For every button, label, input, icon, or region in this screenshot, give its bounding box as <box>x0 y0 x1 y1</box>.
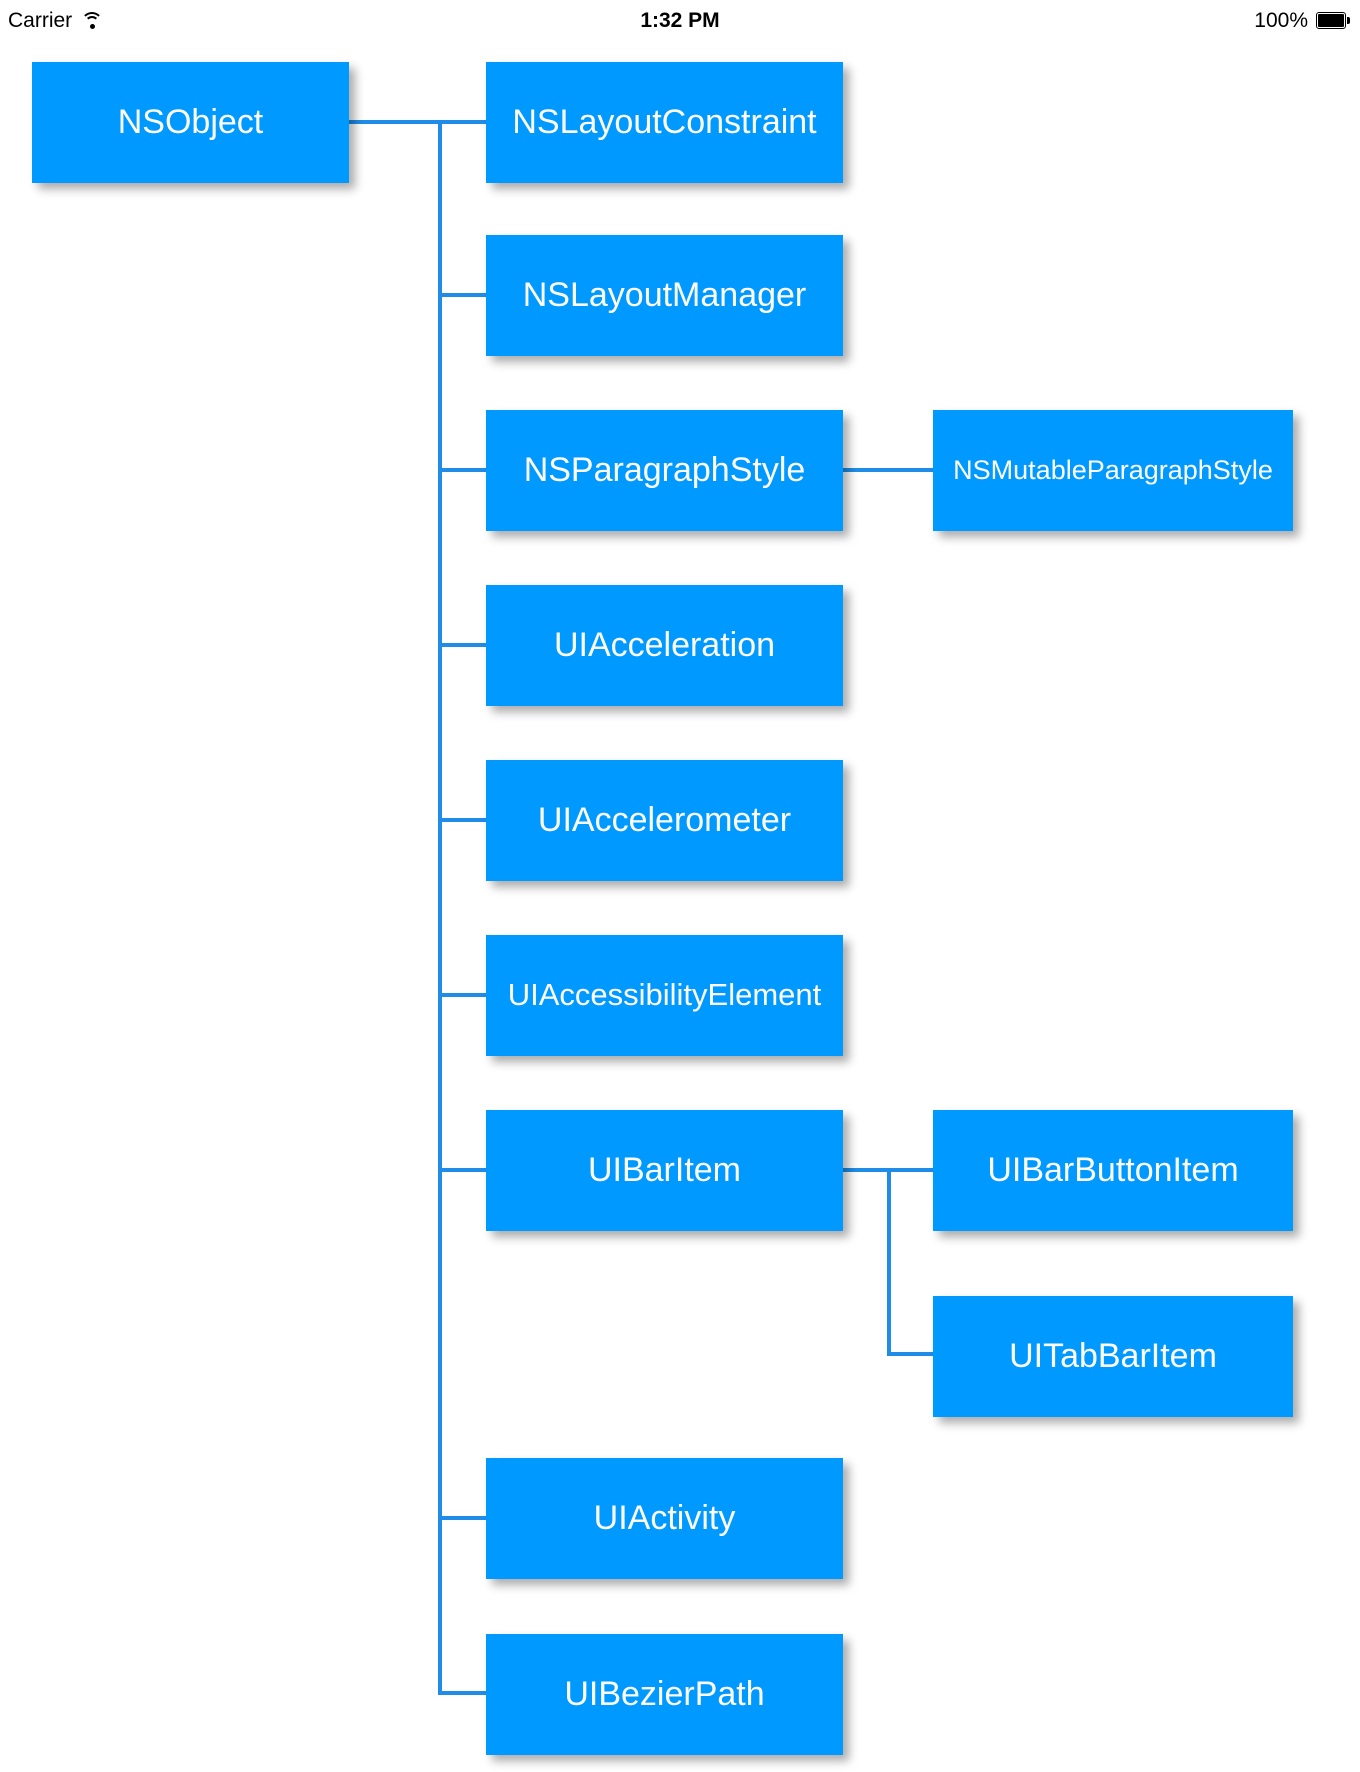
edge-to-uiaccelerometer <box>438 818 486 822</box>
edge-to-uiactivity <box>438 1516 486 1520</box>
class-node-label: NSObject <box>117 102 264 141</box>
class-node-label: UIBarButtonItem <box>987 1150 1239 1189</box>
battery-icon <box>1316 11 1350 29</box>
edge-baritem-stub <box>843 1168 891 1172</box>
edge-to-nslayoutconstraint <box>438 120 486 124</box>
class-node-label: NSMutableParagraphStyle <box>953 454 1273 485</box>
edge-to-uibarbuttonitem <box>887 1168 933 1172</box>
edge-to-uitabbaritem <box>887 1352 933 1356</box>
edge-nsobject-trunk <box>438 120 442 1695</box>
status-bar-left: Carrier <box>8 0 104 40</box>
class-node-label: NSParagraphStyle <box>523 450 806 489</box>
class-node-label: UITabBarItem <box>1009 1336 1217 1375</box>
edge-to-uiaccessibility <box>438 993 486 997</box>
class-node-uiactivity[interactable]: UIActivity <box>486 1458 843 1579</box>
battery-percent-label: 100% <box>1254 8 1308 32</box>
class-node-uiaccelerometer[interactable]: UIAccelerometer <box>486 760 843 881</box>
wifi-icon <box>81 11 104 29</box>
class-node-uibaritem[interactable]: UIBarItem <box>486 1110 843 1231</box>
class-node-label: UIBezierPath <box>564 1674 765 1713</box>
class-node-nsparagraphstyle[interactable]: NSParagraphStyle <box>486 410 843 531</box>
class-node-nslayoutmanager[interactable]: NSLayoutManager <box>486 235 843 356</box>
carrier-label: Carrier <box>8 8 73 32</box>
edge-to-uibaritem <box>438 1168 486 1172</box>
class-node-label: NSLayoutManager <box>522 275 807 314</box>
edge-nsobject-stub <box>349 120 442 124</box>
class-node-label: UIAccelerometer <box>537 800 792 839</box>
status-bar: Carrier 1:32 PM 100% <box>0 0 1360 40</box>
status-bar-right: 100% <box>1254 0 1350 40</box>
class-node-label: UIActivity <box>593 1498 736 1537</box>
class-node-uiacceleration[interactable]: UIAcceleration <box>486 585 843 706</box>
class-node-nsobject[interactable]: NSObject <box>32 62 349 183</box>
class-node-uiaccessibilityelement[interactable]: UIAccessibilityElement <box>486 935 843 1056</box>
class-node-label: NSLayoutConstraint <box>512 102 817 141</box>
class-node-nsmutableparagraphstyle[interactable]: NSMutableParagraphStyle <box>933 410 1293 531</box>
class-node-nslayoutconstraint[interactable]: NSLayoutConstraint <box>486 62 843 183</box>
edge-to-uiacceleration <box>438 643 486 647</box>
edge-to-uibezierpath <box>438 1691 486 1695</box>
class-node-uibarbuttonitem[interactable]: UIBarButtonItem <box>933 1110 1293 1231</box>
edge-to-nslayoutmanager <box>438 293 486 297</box>
class-node-uibezierpath[interactable]: UIBezierPath <box>486 1634 843 1755</box>
class-node-label: UIAcceleration <box>553 625 776 664</box>
edge-paragraph-link <box>843 468 933 472</box>
class-node-uitabbaritem[interactable]: UITabBarItem <box>933 1296 1293 1417</box>
clock-label: 1:32 PM <box>640 8 720 32</box>
class-node-label: UIBarItem <box>587 1150 742 1189</box>
class-node-label: UIAccessibilityElement <box>507 977 822 1013</box>
edge-baritem-trunk <box>887 1168 891 1356</box>
status-bar-center: 1:32 PM <box>0 0 1360 40</box>
edge-to-nsparagraphstyle <box>438 468 486 472</box>
